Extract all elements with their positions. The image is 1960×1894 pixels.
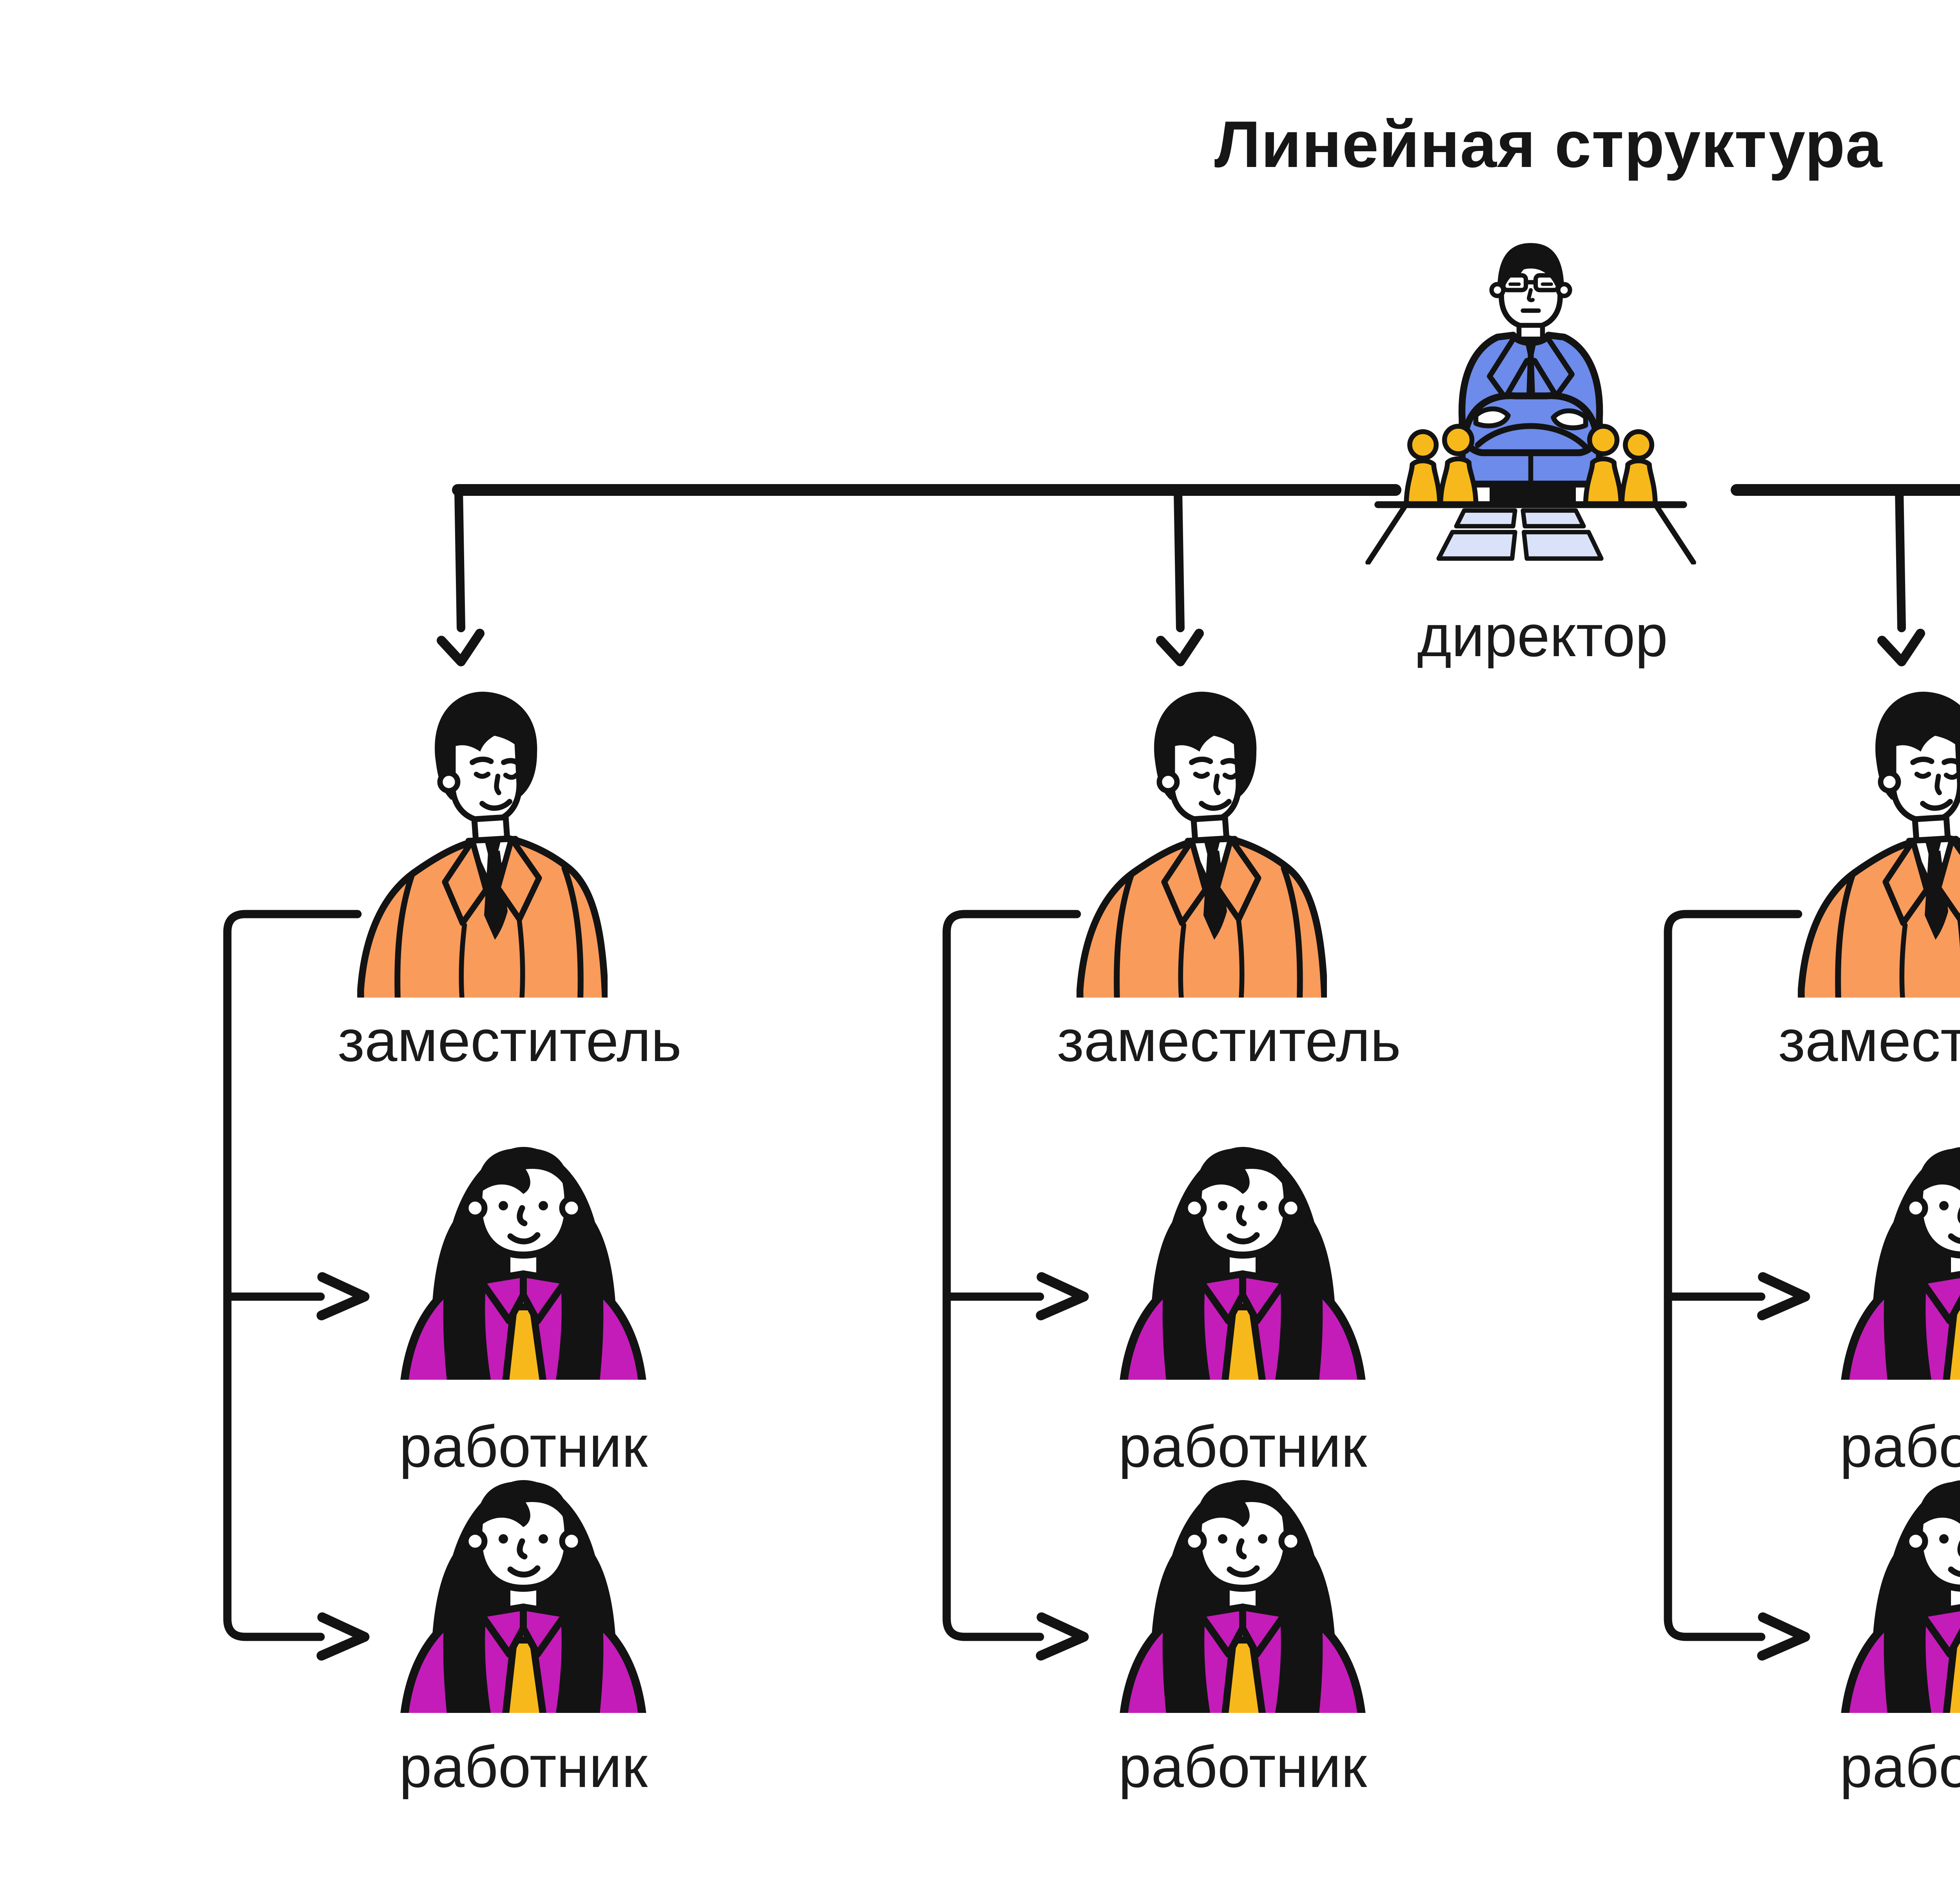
director-illustration (1343, 239, 1719, 564)
director-to-deputy-arrow-0 (437, 486, 485, 666)
deputy-label: заместитель (1778, 1008, 1960, 1074)
worker-label: работник (1840, 1734, 1960, 1800)
director-to-deputy-arrow-2 (1877, 486, 1925, 666)
deputy-label: заместитель (1057, 1008, 1401, 1074)
worker-illustration (1835, 1133, 1960, 1380)
deputy-label: заместитель (338, 1008, 682, 1074)
worker-illustration (1113, 1466, 1372, 1713)
worker-label: работник (1118, 1413, 1367, 1479)
director-label: директор (1417, 603, 1668, 669)
worker-illustration (1835, 1466, 1960, 1713)
worker-illustration (1113, 1133, 1372, 1380)
worker-label: работник (399, 1413, 648, 1479)
deputy-illustration (1076, 684, 1327, 998)
worker-label: работник (1118, 1734, 1367, 1800)
deputy-illustration (357, 684, 608, 998)
director-to-deputy-arrow-1 (1156, 486, 1204, 666)
worker-label: работник (399, 1734, 648, 1800)
worker-illustration (394, 1133, 653, 1380)
deputy-illustration (1797, 684, 1960, 998)
worker-illustration (394, 1466, 653, 1713)
diagram-title: Линейная структура (1214, 107, 1883, 181)
worker-label: работник (1840, 1413, 1960, 1479)
